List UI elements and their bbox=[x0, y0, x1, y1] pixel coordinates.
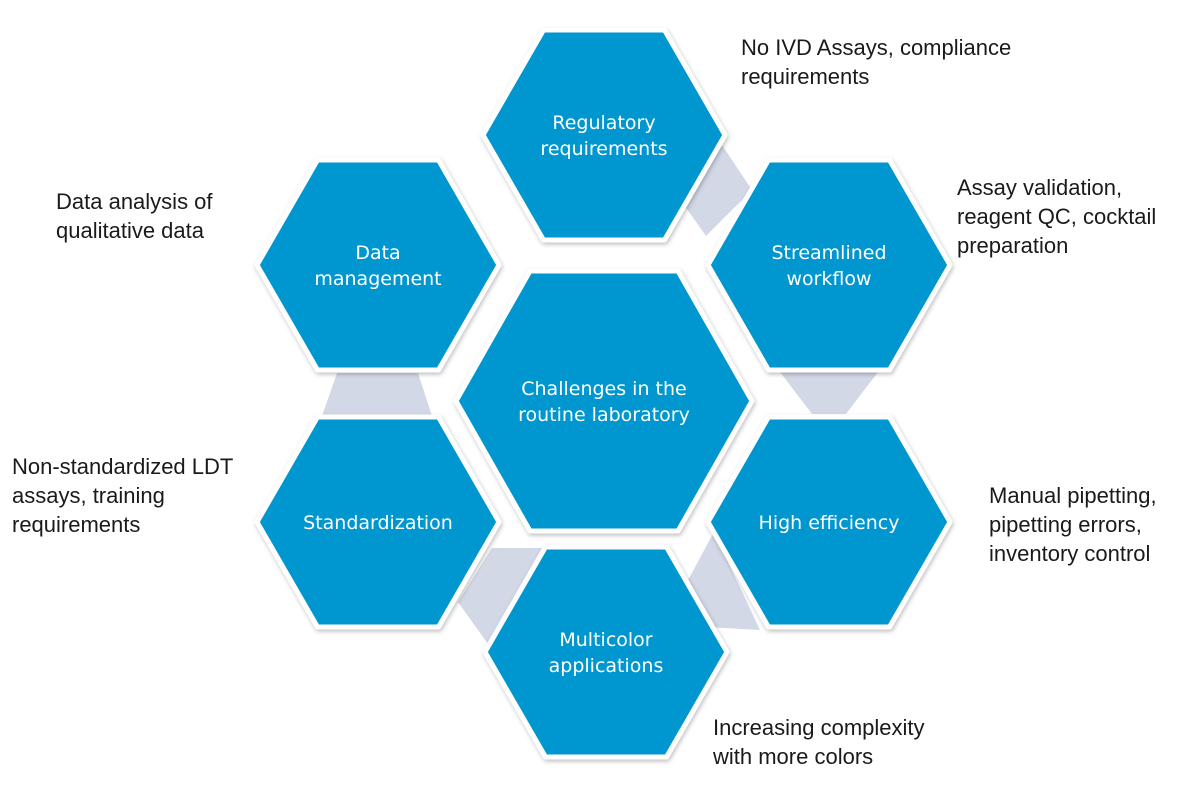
hexagon-regulatory: Regulatory requirements bbox=[480, 27, 728, 243]
annotation-workflow-line-1: Assay validation, bbox=[957, 175, 1123, 200]
hexagon-regulatory-shape bbox=[480, 27, 728, 243]
annotation-efficiency-line-2: pipetting errors, bbox=[989, 512, 1142, 537]
connector-bands bbox=[322, 139, 878, 644]
center-hexagon: Challenges in the routine laboratory bbox=[453, 268, 755, 534]
hexagon-data-label-line-1: Data bbox=[355, 242, 400, 264]
hexagon-multicolor-shape bbox=[482, 544, 730, 760]
hexagon-center-label-line-1: Challenges in the bbox=[521, 378, 686, 400]
hexagon-center: Challenges in the routine laboratory bbox=[453, 268, 755, 534]
hexagon-workflow-label-line-1: Streamlined bbox=[771, 242, 886, 264]
hexagon-multicolor-label-line-2: applications bbox=[549, 655, 664, 677]
hexagon-multicolor: Multicolor applications bbox=[482, 544, 730, 760]
hexagon-standardization-shape bbox=[254, 414, 502, 630]
annotation-data-line-2: qualitative data bbox=[56, 218, 204, 243]
annotation-workflow: Assay validation, reagent QC, cocktail p… bbox=[957, 173, 1156, 260]
annotation-standardization: Non-standardized LDT assays, training re… bbox=[12, 452, 233, 539]
annotation-data: Data analysis of qualitative data bbox=[56, 187, 213, 245]
annotation-workflow-line-2: reagent QC, cocktail bbox=[957, 204, 1157, 229]
annotation-multicolor: Increasing complexity with more colors bbox=[713, 713, 925, 771]
annotation-regulatory-line-2: requirements bbox=[741, 64, 870, 89]
annotation-standardization-line-3: requirements bbox=[12, 512, 141, 537]
connector-workflow-efficiency bbox=[780, 372, 878, 414]
hexagon-workflow-shape bbox=[705, 157, 953, 373]
annotation-efficiency-line-1: Manual pipetting, bbox=[989, 483, 1157, 508]
annotation-multicolor-line-1: Increasing complexity bbox=[713, 715, 925, 740]
hexagon-workflow: Streamlined workflow bbox=[705, 157, 953, 373]
connector-efficiency-multicolor bbox=[688, 532, 760, 630]
hexagon-efficiency-label-line-1: High efficiency bbox=[759, 512, 900, 534]
hexagon-regulatory-label-line-1: Regulatory bbox=[552, 112, 655, 134]
annotation-multicolor-line-2: with more colors bbox=[713, 744, 874, 769]
hexagon-workflow-label-line-2: workflow bbox=[786, 268, 871, 290]
annotation-standardization-line-1: Non-standardized LDT bbox=[12, 454, 234, 479]
annotation-regulatory-line-1: No IVD Assays, compliance bbox=[741, 35, 1012, 60]
connector-regulatory-workflow bbox=[672, 139, 752, 236]
hexagon-center-shape bbox=[453, 268, 755, 534]
hexagon-data: Data management bbox=[254, 157, 502, 373]
connector-multicolor-standardization bbox=[458, 548, 546, 644]
hexagon-regulatory-label-line-2: requirements bbox=[540, 138, 667, 160]
hexagon-data-shape bbox=[254, 157, 502, 373]
hexagon-standardization-label-line-1: Standardization bbox=[303, 512, 453, 534]
annotation-workflow-line-3: preparation bbox=[957, 233, 1069, 258]
hexagon-efficiency-shape bbox=[705, 414, 953, 630]
annotation-efficiency-line-3: inventory control bbox=[989, 541, 1151, 566]
hexagon-efficiency: High efficiency bbox=[705, 414, 953, 630]
hexagon-data-label-line-2: management bbox=[314, 268, 441, 290]
annotation-regulatory: No IVD Assays, compliance requirements bbox=[741, 33, 1011, 91]
annotation-efficiency: Manual pipetting, pipetting errors, inve… bbox=[989, 481, 1157, 568]
connector-standardization-data bbox=[322, 373, 432, 416]
annotation-standardization-line-2: assays, training bbox=[12, 483, 165, 508]
hexagon-multicolor-label-line-1: Multicolor bbox=[559, 629, 652, 651]
annotation-data-line-1: Data analysis of bbox=[56, 189, 213, 214]
hexagon-center-label-line-2: routine laboratory bbox=[518, 404, 690, 426]
hexagon-standardization: Standardization bbox=[254, 414, 502, 630]
